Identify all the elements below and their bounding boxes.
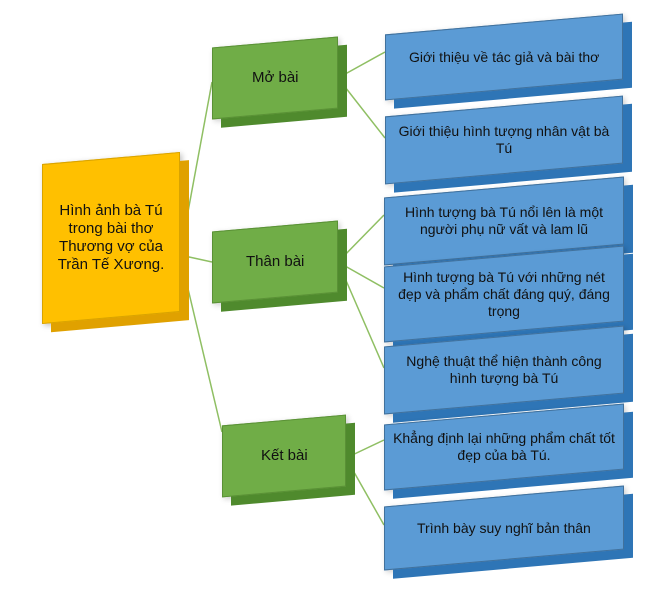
connector-than-bai-to-leaf-4 — [337, 261, 385, 289]
connector-root-to-mo-bai — [179, 81, 213, 256]
section-ket-bai: Kết bài — [222, 414, 346, 498]
connector-mo-bai-to-leaf-1 — [337, 51, 386, 79]
connector-mo-bai-to-leaf-2 — [337, 77, 386, 139]
section-than-bai: Thân bài — [212, 220, 338, 304]
leaf-vat-va-lam-lu-label: Hình tượng bà Tú nổi lên là một người ph… — [404, 204, 604, 237]
connector-than-bai-to-leaf-5 — [337, 261, 385, 369]
leaf-nghe-thuat-label: Nghệ thuật thể hiện thành công hình tượn… — [406, 353, 602, 386]
section-mo-bai-label: Mở bài — [251, 69, 299, 86]
connector-root-to-than-bai — [179, 254, 213, 263]
root-node: Hình ảnh bà Tú trong bài thơ Thương vợ c… — [42, 151, 180, 325]
root-node-label: Hình ảnh bà Tú trong bài thơ Thương vợ c… — [57, 202, 165, 273]
leaf-khang-dinh-pham-chat-label: Khẳng định lại những phẩm chất tốt đẹp c… — [393, 430, 615, 463]
connector-root-to-ket-bai — [179, 254, 223, 433]
leaf-gioi-thieu-tac-gia-label: Giới thiệu về tác giả và bài thơ — [408, 48, 600, 65]
leaf-suy-nghi-ban-than-label: Trình bày suy nghĩ bản thân — [417, 519, 591, 536]
connector-ket-bai-to-leaf-6 — [345, 439, 385, 459]
leaf-gioi-thieu-hinh-tuong-label: Giới thiệu hình tượng nhân vật bà Tú — [398, 123, 610, 156]
section-mo-bai: Mở bài — [212, 36, 338, 120]
leaf-net-dep-pham-chat-label: Hình tượng bà Tú với những nét đẹp và ph… — [398, 268, 610, 319]
connector-than-bai-to-leaf-3 — [337, 214, 385, 263]
section-than-bai-label: Thân bài — [245, 253, 305, 270]
connector-ket-bai-to-leaf-7 — [345, 457, 385, 526]
section-ket-bai-label: Kết bài — [260, 447, 308, 465]
